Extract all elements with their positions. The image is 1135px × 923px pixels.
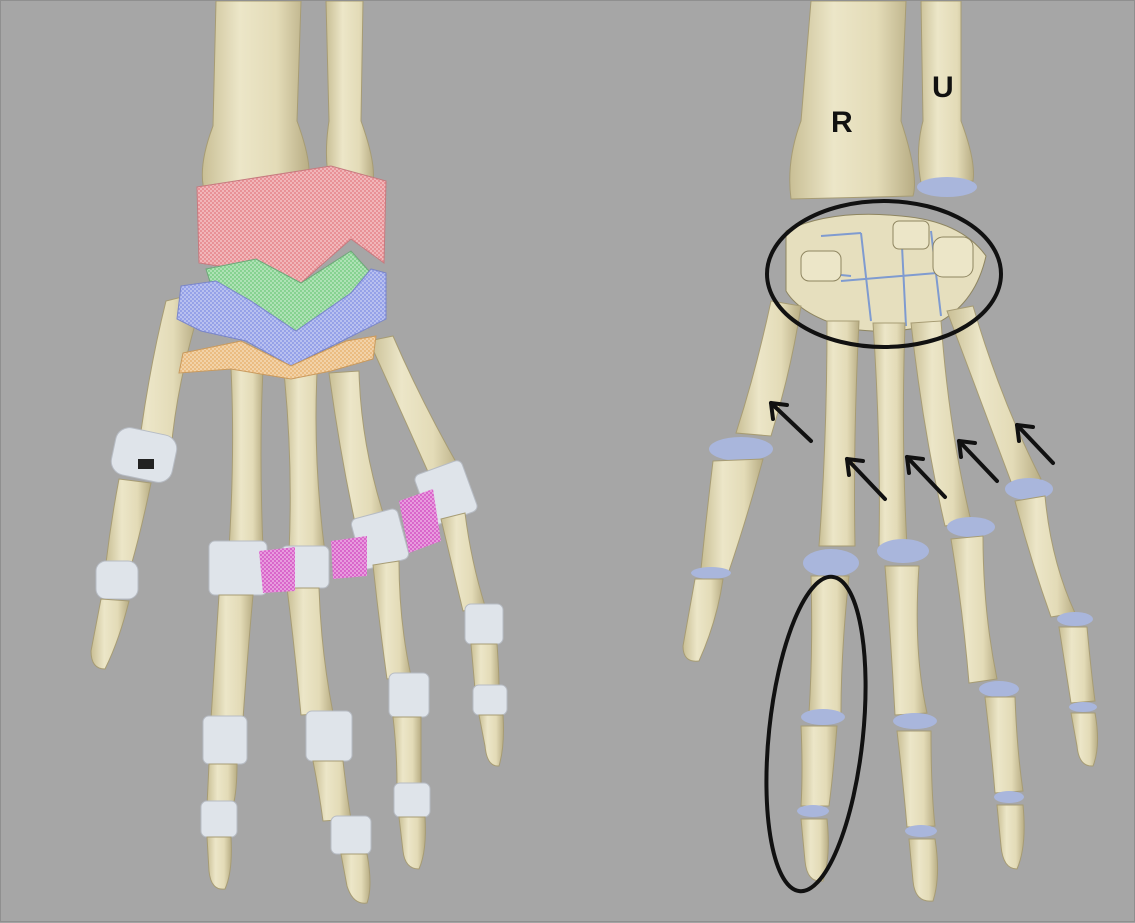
left-thumb — [91, 296, 196, 669]
left-ulna-bone — [326, 1, 373, 189]
intermetacarpal-ligaments — [259, 489, 441, 593]
left-radius-bone — [202, 1, 309, 196]
right-thumb — [683, 301, 801, 661]
arrow — [959, 441, 997, 481]
left-hand-ligaments — [91, 1, 507, 903]
radius-label: R — [831, 108, 853, 138]
right-hand-bones — [683, 1, 1098, 901]
right-radius-bone — [790, 1, 915, 199]
arrow — [771, 403, 811, 441]
ulna-label: U — [932, 73, 954, 103]
